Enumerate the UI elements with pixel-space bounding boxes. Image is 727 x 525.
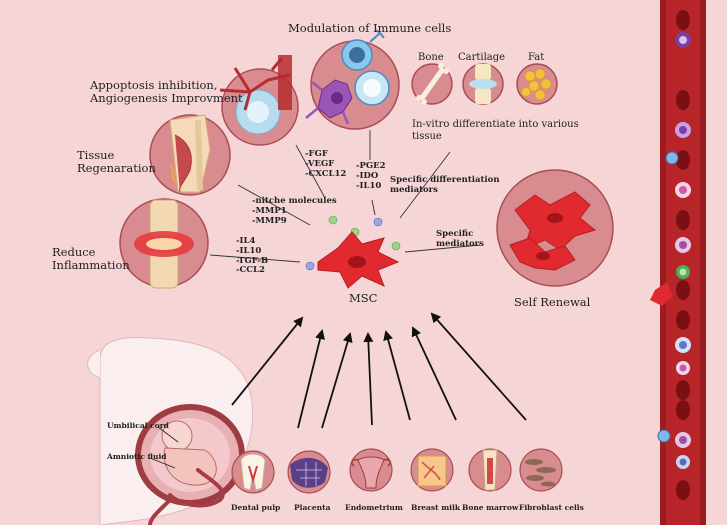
source-label-fibroblast-cells: Fibroblast cells bbox=[519, 503, 584, 512]
tissue-regeneration-label: Tissue Regenaration bbox=[77, 148, 156, 176]
breast-milk-icon bbox=[410, 448, 454, 492]
fetus-icon bbox=[135, 404, 245, 525]
umbilical-cord-label: Umbilical cord bbox=[107, 421, 169, 430]
bone-icon bbox=[411, 63, 453, 105]
modulation-label: Modulation of Immune cells bbox=[288, 21, 452, 35]
bone-marrow-icon bbox=[468, 448, 512, 492]
source-label-endometrium: Endometrium bbox=[345, 503, 403, 512]
blood-vessel bbox=[650, 0, 706, 525]
apoptosis-label: Appoptosis inhibition, Angiogenesis Impr… bbox=[90, 78, 243, 106]
adipocyte-icon bbox=[516, 63, 558, 105]
source-label-placenta: Placenta bbox=[294, 503, 331, 512]
immune-cells-icon bbox=[305, 29, 400, 130]
anti-inflammatory-mediators-list: -IL4 -IL10 -TGF-B -CCL2 bbox=[236, 236, 269, 276]
knee-joint-icon bbox=[462, 63, 504, 105]
inflamed-knee-icon bbox=[119, 198, 209, 289]
reduce-inflammation-label: Reduce Inflammation bbox=[52, 245, 130, 273]
mediator-dots bbox=[305, 215, 401, 271]
fibroblast-icon bbox=[519, 448, 563, 492]
self-renewal-icon bbox=[496, 169, 614, 287]
angiogenic-mediators-list: -FGF -VEGF -CXCL12 bbox=[305, 149, 347, 179]
msc-label: MSC bbox=[349, 291, 378, 305]
umbilical-pointer bbox=[157, 426, 179, 443]
source-arrows bbox=[231, 312, 527, 429]
source-label-breast-milk: Breast milk bbox=[411, 503, 461, 512]
stem-cell-icon bbox=[317, 231, 400, 289]
immune-mediators-list: -PGE2 -IDO -IL10 bbox=[356, 161, 386, 191]
source-label-bone-marrow: Bone marrow bbox=[462, 503, 519, 512]
amniotic-fluid-label: Amniotic fluid bbox=[107, 452, 167, 461]
self-renewal-label: Self Renewal bbox=[514, 295, 591, 309]
niche-mediators-list: -nitche molecules -MMP1 -MMP9 bbox=[252, 196, 337, 226]
specific-mediators-label: Specific mediators bbox=[436, 229, 484, 249]
cartilage-label: Cartilage bbox=[458, 52, 506, 63]
fat-label: Fat bbox=[528, 52, 545, 63]
amniotic-pointer bbox=[149, 457, 176, 469]
specific-differentiation-label: Specific differentiation mediators bbox=[390, 175, 500, 195]
endometrium-icon bbox=[349, 448, 393, 492]
angiogenesis-icon bbox=[219, 55, 299, 146]
bone-label: Bone bbox=[418, 52, 444, 63]
placenta-icon bbox=[287, 450, 331, 494]
in-vitro-label: In-vitro differentiate into various tiss… bbox=[412, 119, 579, 142]
source-label-dental-pulp: Dental pulp bbox=[231, 503, 281, 512]
tissue-regeneration-icon bbox=[149, 114, 231, 196]
dental-pulp-icon bbox=[231, 450, 275, 494]
connector-lines bbox=[209, 130, 481, 263]
